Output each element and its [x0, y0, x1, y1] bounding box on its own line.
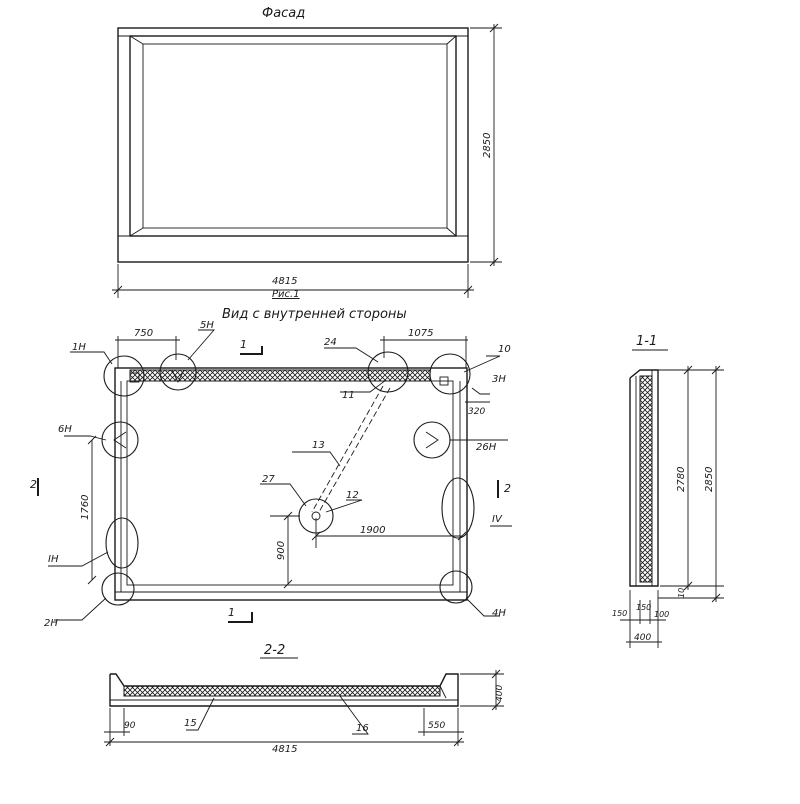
- callout-27: 27: [262, 474, 275, 485]
- dim-320: 320: [468, 407, 485, 417]
- callout-24: 24: [324, 337, 337, 348]
- dim-1760: 1760: [80, 495, 91, 520]
- callout-6H: 6Н: [58, 424, 72, 435]
- callout-3H: 3Н: [492, 374, 506, 385]
- callout-15: 15: [184, 718, 197, 729]
- section-mark-1-top: 1: [240, 338, 247, 351]
- s11-dim-150b: 150: [636, 603, 651, 612]
- rod-13-line-b: [318, 387, 391, 513]
- callout-26H: 26Н: [476, 442, 497, 453]
- section-11-insulation: [639, 375, 653, 583]
- callout-IV: IV: [492, 514, 503, 525]
- s11-dim-2780: 2780: [676, 467, 687, 492]
- dim-750: 750: [134, 328, 153, 339]
- section-11-title: 1-1: [636, 334, 657, 349]
- callout-6H-circle: [101, 421, 139, 459]
- callout-1H-circle: [103, 355, 145, 397]
- callout-10: 10: [498, 344, 511, 355]
- inner-view-title: Вид с внутренней стороны: [222, 307, 407, 322]
- callout-5H: 5Н: [200, 320, 214, 331]
- section-1-1: 1-1 2780 2850 10 150 150 100 400: [612, 334, 724, 648]
- s11-dim-150a: 150: [612, 609, 627, 618]
- callout-11: 11: [342, 390, 355, 401]
- callout-4H: 4Н: [492, 608, 506, 619]
- facade-width-label: 4815: [272, 276, 297, 287]
- callout-IH: IН: [48, 554, 59, 565]
- dim-1075: 1075: [408, 328, 433, 339]
- dim-1900: 1900: [360, 525, 385, 536]
- callout-5H-circle: [159, 353, 197, 391]
- callout-3H-circle: [429, 353, 471, 395]
- facade-frame: [129, 35, 457, 237]
- facade-outline: [117, 27, 469, 263]
- section-mark-2-left: 2: [30, 478, 37, 491]
- section-2-2: 2-2 400 90 550 4815 15 16: [104, 643, 505, 755]
- s11-dim-400: 400: [634, 633, 651, 643]
- s11-dim-100: 100: [654, 610, 669, 619]
- callout-26H-circle: [413, 421, 451, 459]
- section-22-insulation: [123, 685, 441, 697]
- section-cut-1-top: [240, 346, 263, 355]
- facade-height-label: 2850: [482, 133, 493, 158]
- callout-16: 16: [356, 723, 369, 734]
- callout-2H: 2Н: [44, 618, 58, 629]
- inner-view: Вид с внутренней стороны: [30, 307, 512, 629]
- section-22-profile: [109, 673, 459, 707]
- callout-4H-circle: [439, 570, 473, 604]
- s22-dim-400: 400: [495, 685, 505, 702]
- facade-view: Фасад 2850 4815 Рис.1: [112, 6, 502, 300]
- s22-dim-90: 90: [124, 721, 136, 731]
- s22-dim-4815: 4815: [272, 744, 297, 755]
- rod-13-line-a: [311, 385, 384, 513]
- facade-window: [142, 43, 448, 229]
- section-cut-1-bottom: [228, 612, 253, 623]
- section-22-title: 2-2: [264, 643, 285, 658]
- s11-dim-2850: 2850: [704, 467, 715, 492]
- inner-frame-inner: [126, 380, 454, 586]
- figure-caption: Рис.1: [272, 289, 300, 300]
- facade-title: Фасад: [262, 6, 305, 21]
- dim-900: 900: [276, 541, 287, 560]
- callout-2H-circle: [101, 572, 135, 606]
- section-11-profile: [629, 369, 659, 587]
- section-mark-1-bottom: 1: [228, 606, 235, 619]
- callout-12: 12: [346, 490, 359, 501]
- inner-frame-outline: [114, 367, 468, 601]
- callout-IH-ellipse: [105, 517, 139, 569]
- s22-dim-550: 550: [428, 721, 445, 731]
- section-mark-2-right: 2: [504, 482, 511, 495]
- callout-IV-ellipse: [441, 477, 475, 539]
- callout-13: 13: [312, 440, 325, 451]
- callout-1H: 1Н: [72, 342, 86, 353]
- s11-dim-10: 10: [677, 588, 686, 598]
